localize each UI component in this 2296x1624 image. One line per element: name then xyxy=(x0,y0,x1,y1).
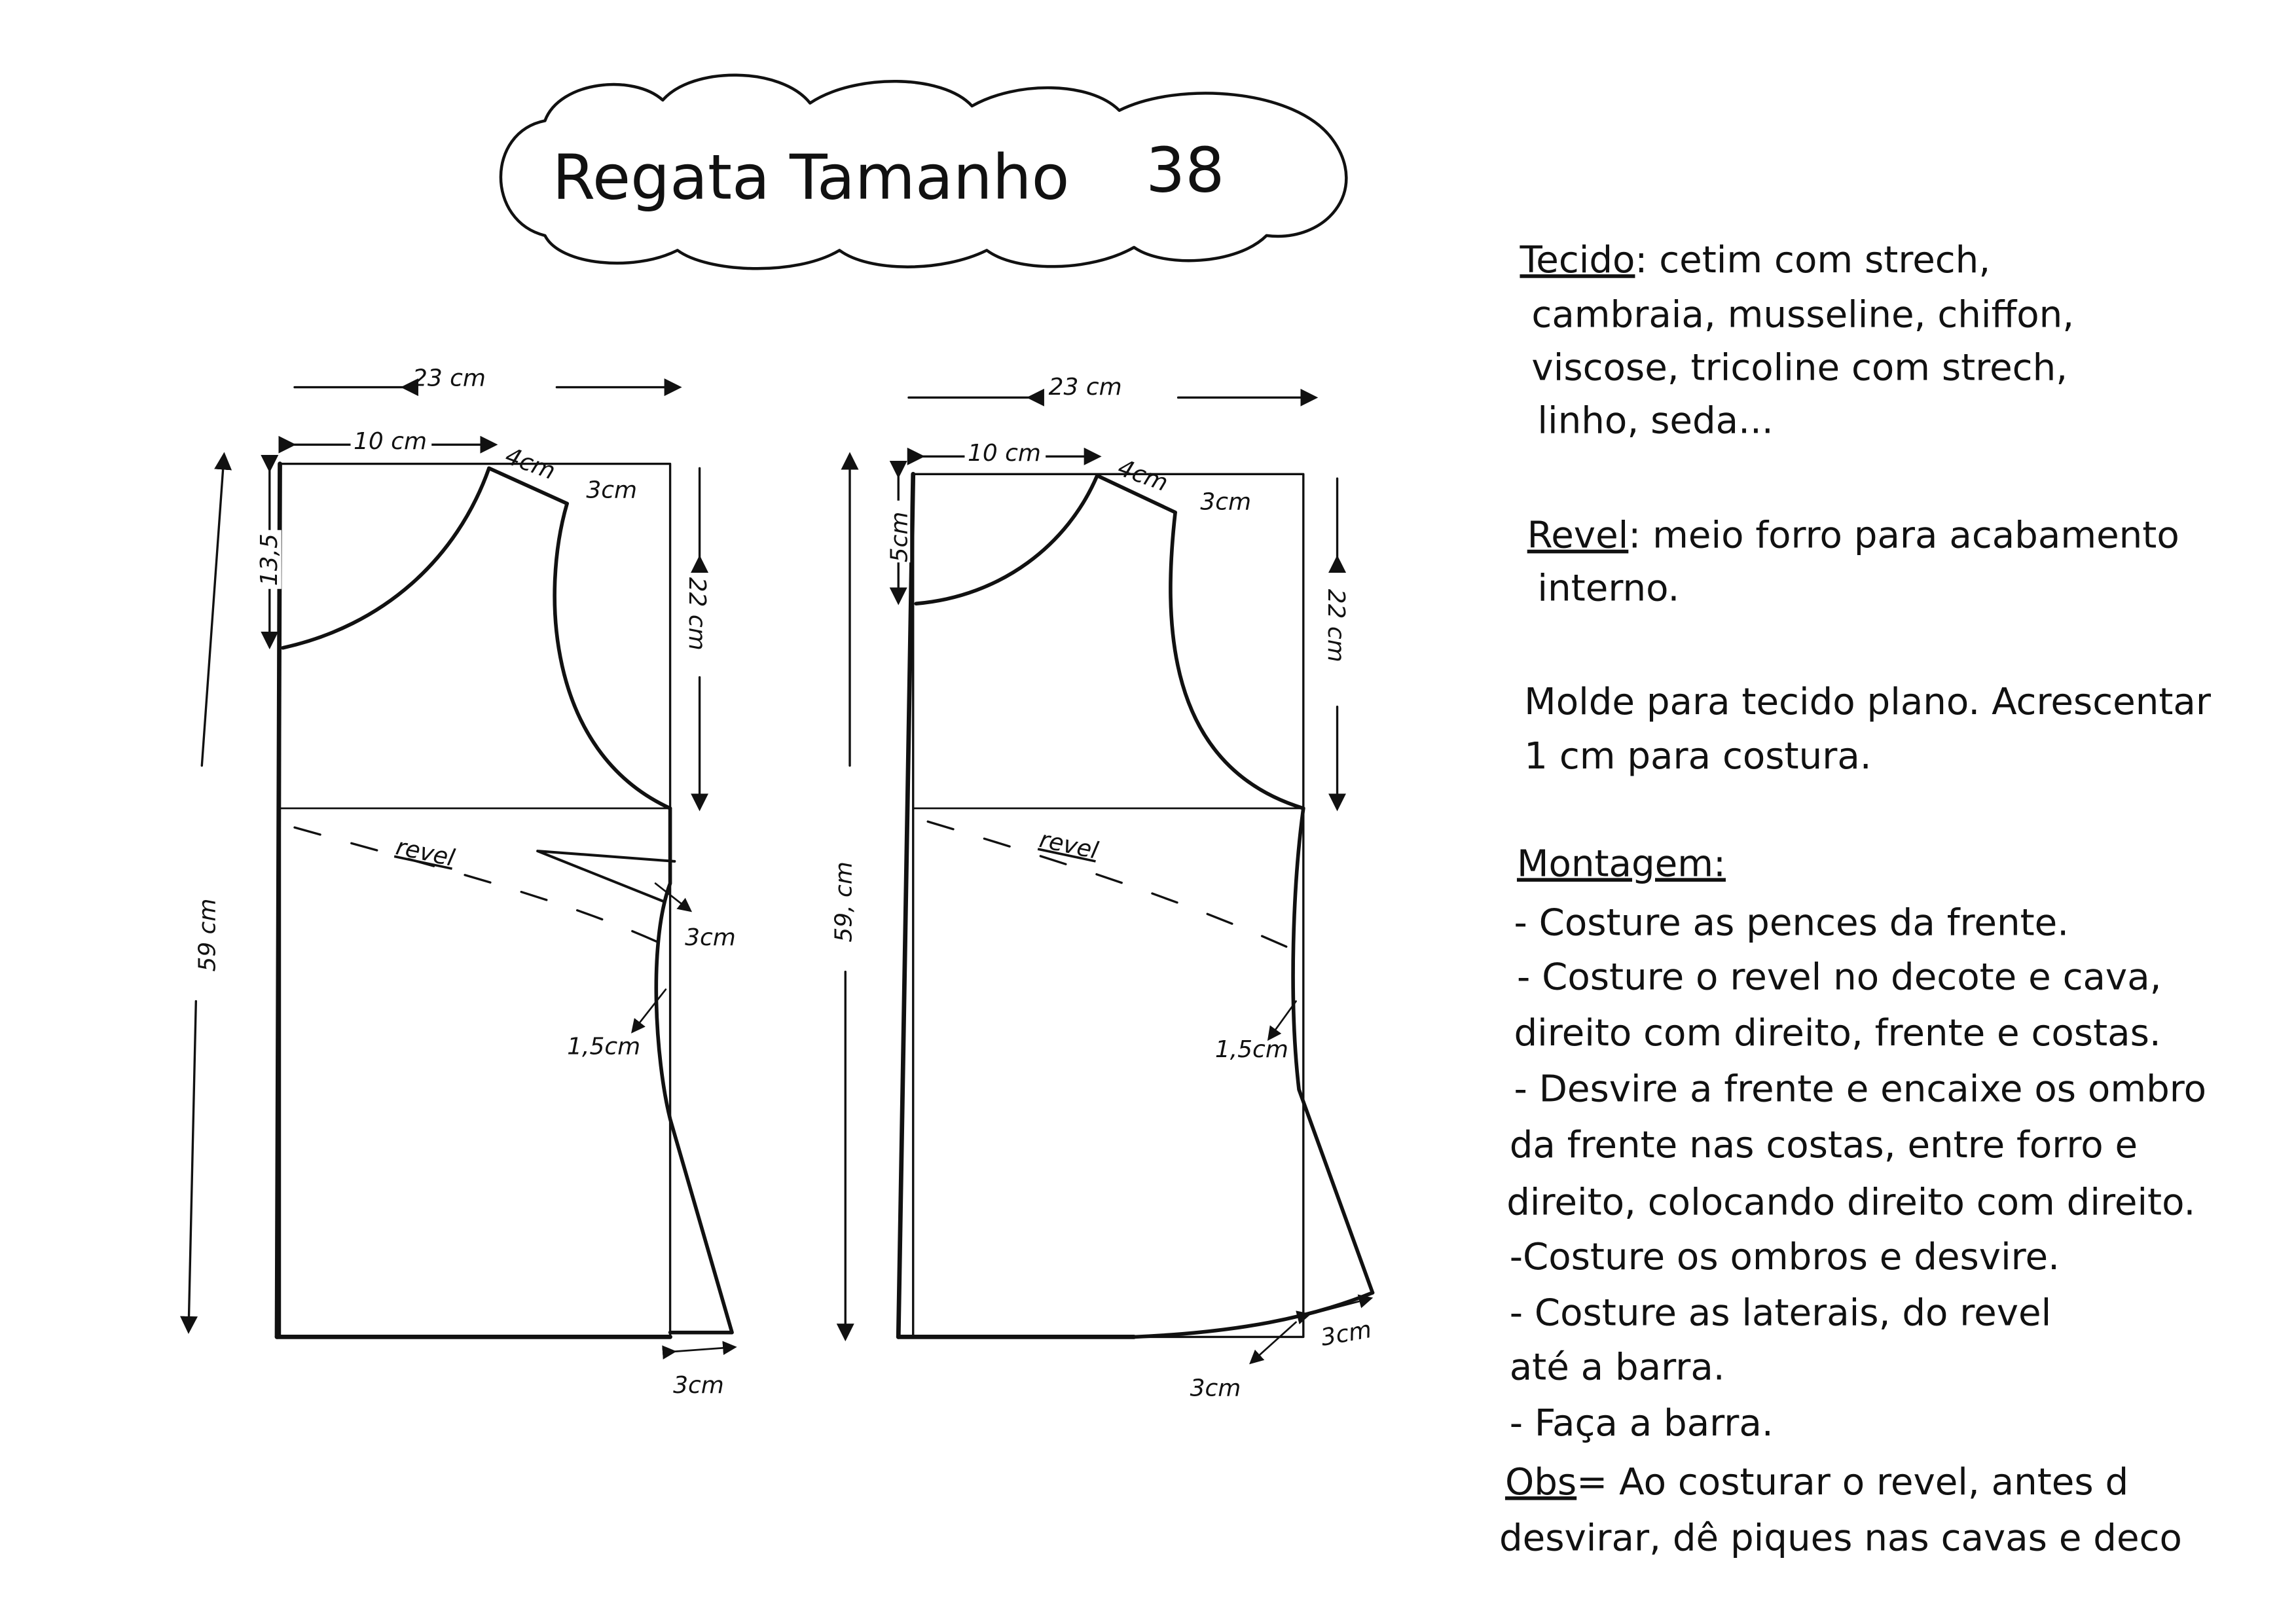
montagem-line: - Costure o revel no decote e cava, xyxy=(1517,956,2162,999)
montagem-line: até a barra. xyxy=(1510,1346,1725,1389)
tecido-line-3: linho, seda... xyxy=(1537,399,1773,442)
tecido-line-2: viscose, tricoline com strech, xyxy=(1531,346,2068,389)
back-neck-width-label: 10 cm xyxy=(968,440,1041,467)
title-text: Regata Tamanho xyxy=(553,142,1070,214)
front-width-label: 23 cm xyxy=(412,365,486,391)
front-pattern: 23 cm 10 cm 4cm 3cm 13,5 22 cm 59 cm rev… xyxy=(180,365,737,1399)
montagem-line: - Desvire a frente e encaixe os ombro xyxy=(1514,1068,2206,1110)
molde-line-0: Molde para tecido plano. Acrescentar xyxy=(1524,681,2212,723)
obs-label: Obs xyxy=(1505,1461,1576,1504)
revel-line xyxy=(293,826,660,944)
obs-line-0: Obs= Ao costurar o revel, antes d xyxy=(1505,1461,2128,1504)
back-revel-line xyxy=(926,820,1294,951)
tecido-label: Tecido xyxy=(1519,239,1635,281)
title-size: 38 xyxy=(1146,134,1224,206)
front-length-label: 59 cm xyxy=(194,899,221,972)
front-shoulder-drop-label: 3cm xyxy=(586,477,637,503)
front-hem-flare-label: 3cm xyxy=(673,1372,724,1399)
obs-line-1: desvirar, dê piques nas cavas e deco xyxy=(1499,1517,2182,1560)
back-shoulder-drop-label: 3cm xyxy=(1200,488,1251,515)
title-cloud: Regata Tamanho 38 xyxy=(499,73,1348,270)
front-dart-label: 3cm xyxy=(685,924,736,951)
montagem-line: -Costure os ombros e desvire. xyxy=(1510,1236,2060,1278)
back-width-label: 23 cm xyxy=(1049,374,1122,401)
revel-line-0: Revel: meio forro para acabamento xyxy=(1527,514,2179,557)
front-revel-label: revel xyxy=(393,833,457,872)
front-armhole xyxy=(553,501,672,810)
back-shoulder xyxy=(1095,473,1177,514)
back-shoulder-label: 4cm xyxy=(1114,454,1171,497)
front-neck-width-label: 10 cm xyxy=(354,428,427,455)
montagem-line: - Costure as laterais, do revel xyxy=(1510,1291,2052,1334)
back-armhole xyxy=(1169,510,1305,810)
tecido-line-0: Tecido: cetim com strech, xyxy=(1519,239,1990,281)
front-waist-label: 1,5cm xyxy=(567,1034,640,1060)
dart xyxy=(536,850,676,903)
notes: Tecido: cetim com strech, cambraia, muss… xyxy=(1499,239,2212,1559)
montagem-label: Montagem: xyxy=(1517,842,1726,885)
molde-line-1: 1 cm para costura. xyxy=(1524,735,1871,778)
back-hem-flare-label: 3cm xyxy=(1319,1316,1374,1352)
back-waist-label: 1,5cm xyxy=(1215,1036,1288,1063)
montagem-line: direito, colocando direito com direito. xyxy=(1506,1182,2195,1224)
back-neck-depth-label: 5cm xyxy=(886,512,913,563)
front-side-seam xyxy=(654,806,734,1335)
montagem-line: - Costure as pences da frente. xyxy=(1514,901,2069,944)
montagem-line: - Faça a barra. xyxy=(1510,1402,1774,1445)
back-armhole-depth-label: 22 cm xyxy=(1322,589,1349,662)
front-armhole-depth-label: 22 cm xyxy=(683,577,710,651)
montagem-line: direito com direito, frente e costas. xyxy=(1514,1012,2160,1055)
montagem-line: da frente nas costas, entre forro e xyxy=(1510,1124,2138,1166)
tecido-line-1: cambraia, musseline, chiffon, xyxy=(1531,293,2074,336)
revel-note-label: Revel xyxy=(1527,514,1629,557)
front-neckline xyxy=(281,466,491,650)
back-pattern: 23 cm 10 cm 4cm 3cm 5cm 22 cm 59, cm rev… xyxy=(830,374,1375,1401)
back-hem-curve-label: 3cm xyxy=(1190,1375,1241,1401)
front-neck-depth-label: 13,5 xyxy=(256,533,283,586)
back-side-seam xyxy=(1291,806,1375,1295)
front-shoulder xyxy=(487,466,569,506)
revel-line-1: interno. xyxy=(1537,568,1679,610)
back-length-label: 59, cm xyxy=(830,861,857,942)
back-neckline xyxy=(914,473,1099,606)
